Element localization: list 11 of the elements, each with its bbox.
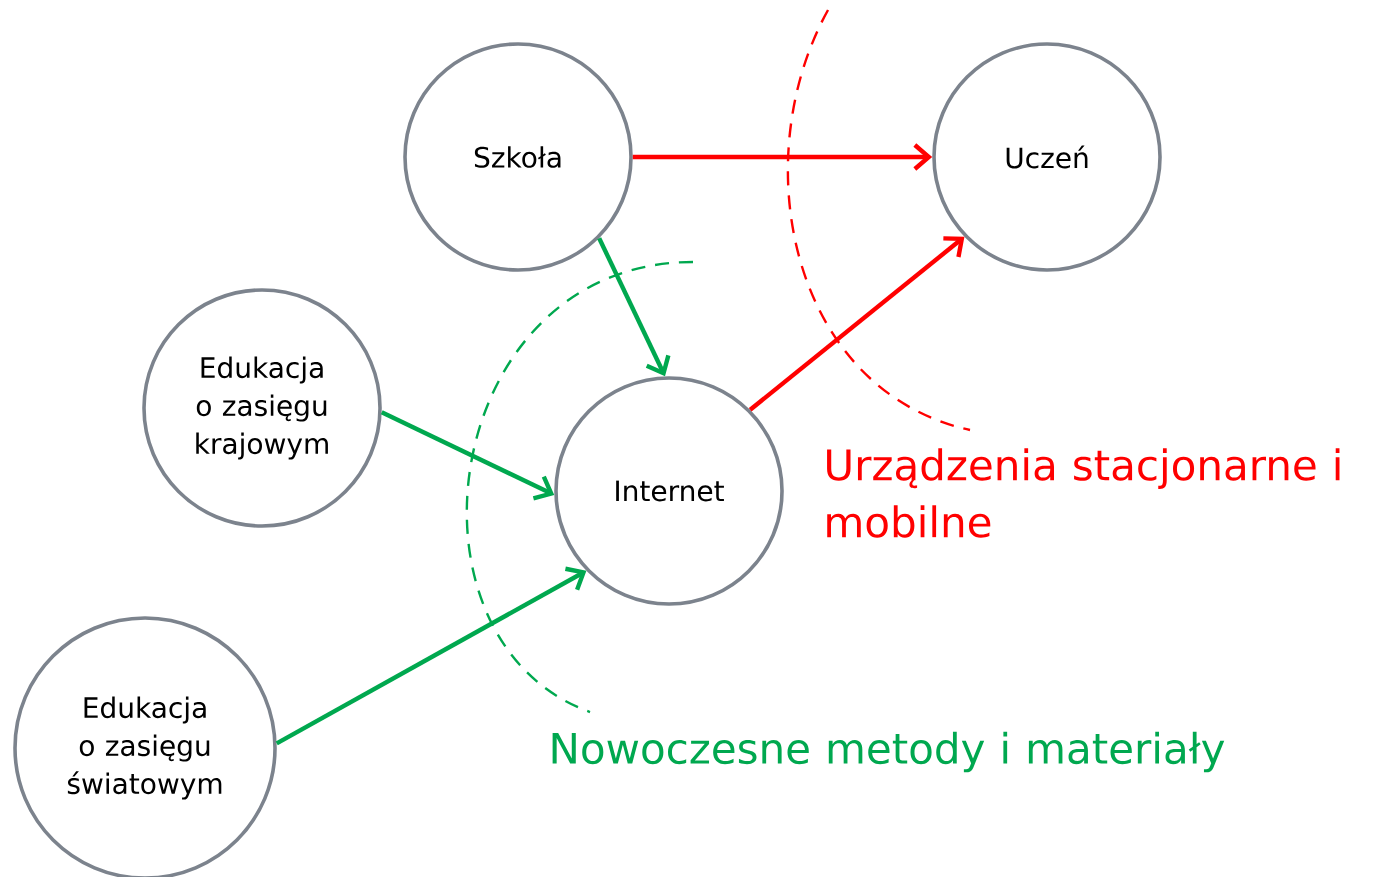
caption-text: Nowoczesne metody i materiały — [552, 731, 1225, 773]
caption-text: Urządzenia stacjonarne i mobilne — [827, 448, 1340, 538]
arrow — [275, 566, 587, 746]
circle-node: Internet — [554, 376, 784, 606]
arrow — [597, 237, 671, 377]
arrow — [748, 236, 965, 412]
circle-node: Uczeń — [932, 42, 1162, 272]
arrow — [380, 410, 555, 501]
circle-node: Edukacja o zasięgu krajowym — [142, 288, 382, 528]
arrow — [632, 143, 933, 171]
circle-node: Szkoła — [403, 42, 633, 272]
